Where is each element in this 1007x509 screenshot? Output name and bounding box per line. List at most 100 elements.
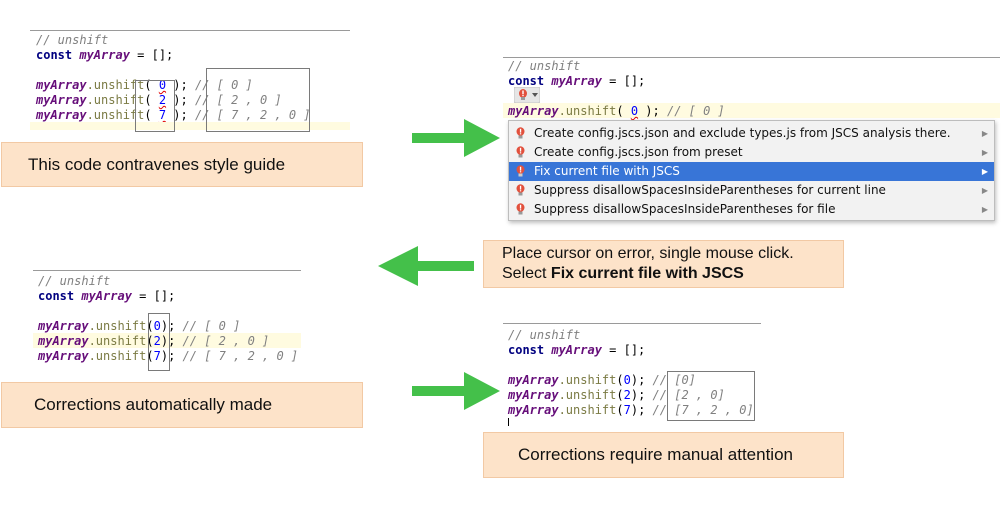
original-code-panel: // unshift const myArray = []; myArray.u…: [30, 30, 350, 132]
menu-item-label: Suppress disallowSpacesInsideParentheses…: [534, 183, 886, 197]
auto-corrected-panel: // unshift const myArray = []; myArray.u…: [33, 270, 301, 372]
instruction-line-1: Place cursor on error, single mouse clic…: [502, 245, 794, 262]
green-arrow-left: [378, 246, 474, 286]
arg-value: 0: [153, 319, 161, 333]
menu-item-label: Suppress disallowSpacesInsideParentheses…: [534, 202, 836, 216]
args-box: [135, 80, 175, 132]
panel-divider: [503, 57, 1000, 58]
method-name: .unshift: [558, 373, 617, 387]
variable-name: myArray: [508, 403, 559, 417]
caption-text: This code contravenes style guide: [28, 154, 286, 174]
panel-divider: [30, 30, 350, 31]
menu-item-label: Create config.jscs.json and exclude type…: [534, 126, 951, 140]
declaration-rest: = [];: [601, 343, 646, 357]
code-block-manual: // unshift const myArray = []; myArray.u…: [508, 328, 754, 417]
result-comment: [0]: [674, 373, 696, 387]
text-cursor: [508, 418, 509, 426]
caption-manual: Corrections require manual attention: [483, 432, 844, 478]
bulb-icon: [516, 203, 525, 215]
menu-item-suppress-line[interactable]: Suppress disallowSpacesInsideParentheses…: [509, 181, 994, 200]
result-comment: [ 0 ]: [216, 78, 253, 92]
method-name: .unshift: [558, 104, 617, 118]
code-comment: // unshift: [508, 328, 581, 342]
variable-name: myArray: [508, 373, 559, 387]
result-comment: [2 , 0]: [674, 388, 725, 402]
caption-style-guide: This code contravenes style guide: [1, 142, 363, 187]
method-name: .unshift: [88, 349, 147, 363]
arg-value: 7: [153, 349, 161, 363]
panel-divider: [503, 323, 761, 324]
args-box: [148, 313, 170, 371]
variable-name: myArray: [36, 108, 87, 122]
submenu-arrow-icon: ▶: [981, 186, 988, 195]
method-name: .unshift: [86, 93, 145, 107]
submenu-arrow-icon: ▶: [981, 167, 988, 176]
caption-text: Corrections automatically made: [34, 395, 273, 414]
method-name: .unshift: [558, 388, 617, 402]
caret-line-highlight: [30, 122, 350, 130]
result-comment: [7 , 2 , 0]: [674, 403, 754, 417]
variable-name: myArray: [79, 48, 130, 62]
caption-instruction: Place cursor on error, single mouse clic…: [483, 240, 844, 288]
arg-value: 2: [153, 334, 161, 348]
result-comment: [ 7 , 2 , 0 ]: [204, 349, 299, 363]
variable-name: myArray: [508, 104, 559, 118]
variable-name: myArray: [36, 93, 87, 107]
method-name: .unshift: [86, 78, 145, 92]
variable-name: myArray: [38, 334, 89, 348]
keyword-const: const: [508, 74, 545, 88]
instruction-line-2: Select Fix current file with JSCS: [502, 264, 794, 284]
arg-value: 7: [623, 403, 631, 417]
result-comment: [ 7 , 2 , 0 ]: [216, 108, 311, 122]
menu-item-label: Fix current file with JSCS: [534, 164, 680, 178]
variable-name: myArray: [81, 289, 132, 303]
instruction-action-text: Fix current file with JSCS: [550, 265, 744, 282]
arg-value: 0: [623, 373, 631, 387]
keyword-const: const: [36, 48, 73, 62]
submenu-arrow-icon: ▶: [981, 129, 988, 138]
instruction-select-text: Select: [502, 265, 551, 282]
intention-panel: // unshift const myArray = []; myArray.u…: [503, 57, 1000, 227]
menu-item-suppress-file[interactable]: Suppress disallowSpacesInsideParentheses…: [509, 200, 994, 219]
panel-divider: [33, 270, 301, 271]
code-block-auto: // unshift const myArray = []; myArray.u…: [38, 274, 299, 363]
bulb-icon: [516, 127, 525, 139]
code-comment: // unshift: [36, 33, 109, 47]
menu-item-exclude-config[interactable]: Create config.jscs.json and exclude type…: [509, 124, 994, 143]
instruction-text: Place cursor on error, single mouse clic…: [502, 244, 794, 284]
bulb-icon[interactable]: [514, 87, 540, 103]
submenu-arrow-icon: ▶: [981, 205, 988, 214]
keyword-const: const: [508, 343, 545, 357]
comments-box: [667, 371, 755, 421]
bulb-icon: [516, 146, 525, 158]
variable-name: myArray: [36, 78, 87, 92]
menu-item-fix-current-file[interactable]: Fix current file with JSCS ▶: [509, 162, 994, 181]
declaration-rest: = [];: [129, 48, 174, 62]
code-block-original: // unshift const myArray = []; myArray.u…: [36, 33, 311, 122]
variable-name: myArray: [38, 319, 89, 333]
arg-value: 0: [630, 104, 639, 118]
intention-menu[interactable]: Create config.jscs.json and exclude type…: [508, 120, 995, 221]
manual-panel: // unshift const myArray = []; myArray.u…: [503, 323, 761, 427]
green-arrow-right: [412, 119, 500, 157]
code-comment: // unshift: [38, 274, 111, 288]
method-name: .unshift: [558, 403, 617, 417]
caption-text: Corrections require manual attention: [518, 445, 793, 464]
declaration-rest: = [];: [131, 289, 176, 303]
method-name: .unshift: [86, 108, 145, 122]
caret-line-highlight: [33, 333, 301, 348]
arg-value: 0: [158, 78, 167, 92]
arg-value: 2: [158, 93, 167, 107]
comments-box: [206, 68, 310, 132]
code-comment: // unshift: [508, 59, 581, 73]
variable-name: myArray: [551, 74, 602, 88]
result-comment: [ 2 , 0 ]: [204, 334, 270, 348]
menu-item-config-from-preset[interactable]: Create config.jscs.json from preset ▶: [509, 143, 994, 162]
arg-value: 7: [158, 108, 167, 122]
submenu-arrow-icon: ▶: [981, 148, 988, 157]
method-name: .unshift: [88, 319, 147, 333]
method-name: .unshift: [88, 334, 147, 348]
bulb-icon: [516, 165, 525, 177]
variable-name: myArray: [551, 343, 602, 357]
bulb-icon: [516, 184, 525, 196]
